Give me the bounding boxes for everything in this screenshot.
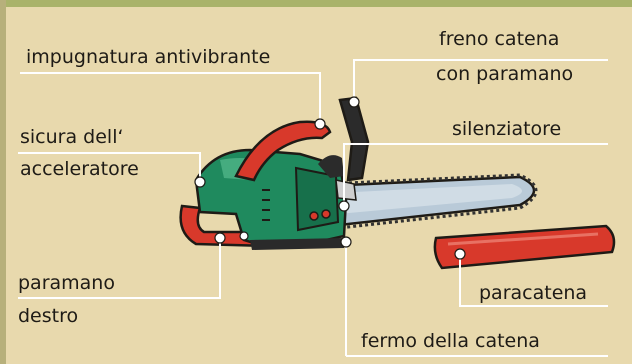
anchor-points (194, 96, 466, 260)
label-chain-catcher: fermo della catena (361, 330, 540, 352)
label-throttle-lock-line2: acceleratore (20, 158, 139, 180)
top-border (0, 0, 632, 7)
chain-cover-shape (433, 224, 616, 270)
label-chain-cover: paracatena (479, 282, 588, 304)
label-muffler: silenziatore (452, 118, 562, 140)
leader-lines (18, 59, 608, 357)
label-right-handguard-line1: paramano (18, 272, 115, 294)
label-right-handguard-line2: destro (18, 305, 79, 327)
left-border (0, 0, 6, 364)
label-anti-vibration-handle: impugnatura antivibrante (26, 46, 271, 68)
front-handle (234, 120, 332, 182)
label-chain-brake-line2: con paramano (436, 63, 574, 85)
label-throttle-lock-line1: sicura dell‘ (20, 126, 124, 148)
label-chain-brake-line1: freno catena (439, 28, 560, 50)
guide-bar (323, 173, 538, 231)
